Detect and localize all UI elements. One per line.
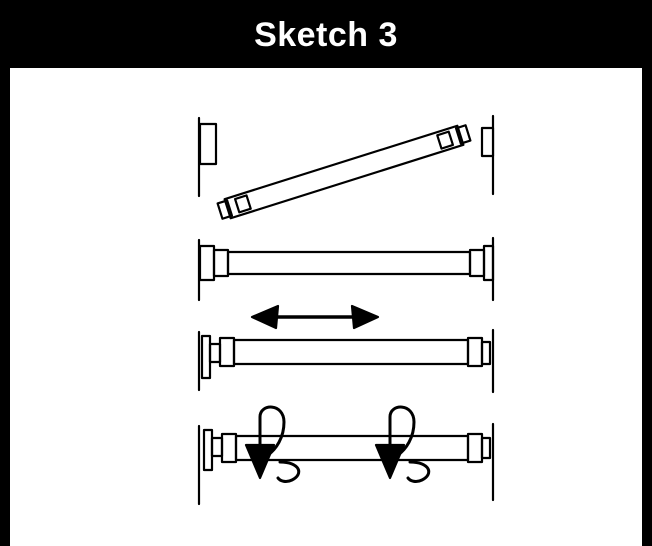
step-3-slide-tube-icon xyxy=(197,328,495,394)
page-title: Sketch 3 xyxy=(254,15,398,54)
rotate-arrow-right-icon xyxy=(374,405,431,483)
step-1-tilted-tube-icon xyxy=(197,114,495,220)
rotate-arrow-left-icon xyxy=(244,405,301,483)
step-4-rotate-tube-icon xyxy=(197,422,495,506)
title-bar: Sketch 3 xyxy=(0,0,652,68)
slide-left-right-arrow-icon xyxy=(250,304,380,330)
step-2-tube-seated-icon xyxy=(197,236,495,302)
installation-sketch xyxy=(180,112,510,507)
